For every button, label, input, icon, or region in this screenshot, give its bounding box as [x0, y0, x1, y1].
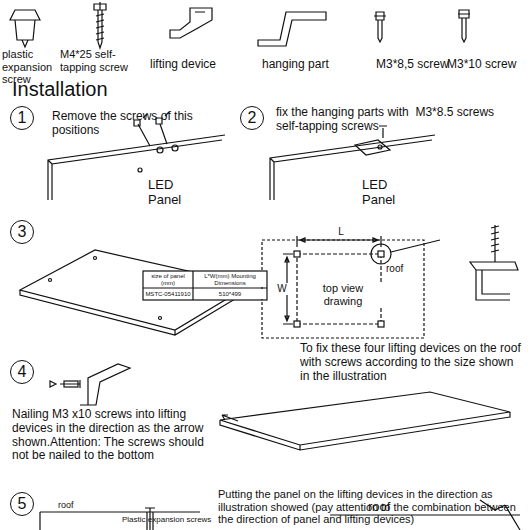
table-cell: size of panel (mm) [144, 272, 192, 287]
step-number-text: 2 [248, 109, 257, 127]
step-number-text: 5 [18, 495, 27, 513]
instruction: Remove the screws of this positions [52, 110, 242, 138]
panel-label: LED Panel [148, 178, 188, 208]
step-number: 1 [10, 106, 34, 130]
part-label: Plastic expansion screws [122, 515, 272, 524]
part-label: roof [386, 263, 416, 275]
table-cell: L*W(mm) Mounting Dimensions [194, 272, 266, 287]
step-number: 4 [10, 360, 34, 384]
part-name: M4*25 self-tapping screw [60, 48, 142, 73]
step-number: 2 [240, 106, 264, 130]
dimension: L [335, 226, 347, 238]
part-name: plastic expansion screw [2, 48, 62, 86]
part-name: M3*8,5 screw [376, 58, 456, 72]
part-label: roof [58, 500, 88, 510]
panel-label: LED Panel [362, 178, 402, 208]
table-cell: 510*499 [194, 289, 266, 299]
part-label: roof [368, 500, 398, 515]
table-cell: MSTC-05411910 [144, 289, 192, 299]
step-number-text: 1 [18, 109, 27, 127]
instruction: Nailing M3 x10 screws into lifting devic… [12, 408, 222, 463]
dimension: W [276, 283, 288, 295]
instruction: fix the hanging parts with M3*8.5 screws… [276, 106, 516, 134]
part-name: M3*10 screw [447, 58, 527, 72]
view-label: top view drawing [303, 282, 383, 307]
step-number: 5 [10, 492, 34, 516]
step-number: 3 [10, 220, 34, 244]
instruction: To fix these four lifting devices on the… [300, 342, 522, 383]
step-number-text: 3 [18, 223, 27, 241]
step-number-text: 4 [18, 363, 27, 381]
part-name: hanging part [262, 58, 352, 72]
part-name: lifting device [150, 58, 240, 72]
